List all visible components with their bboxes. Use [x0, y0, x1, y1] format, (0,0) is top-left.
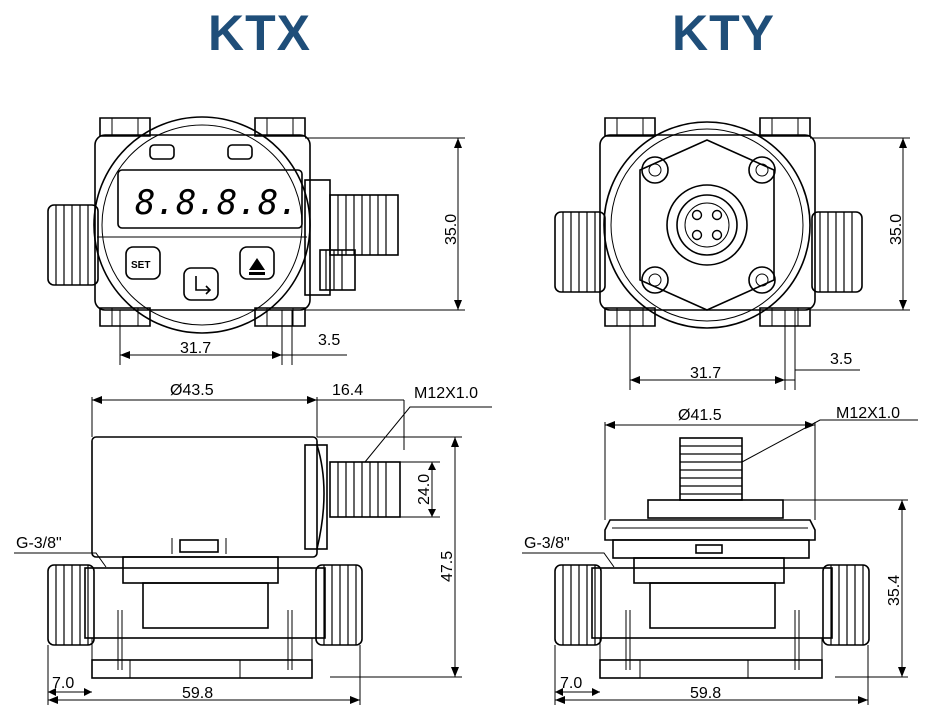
- ktx-clip: [179, 539, 219, 553]
- ktx-title: KTX: [208, 5, 311, 61]
- pin-icon: [691, 229, 703, 241]
- kty-diameter-dim: Ø41.5: [678, 407, 722, 424]
- ktx-connector-label: M12X1.0: [414, 385, 478, 402]
- ktx-offset-dim: 3.5: [318, 332, 340, 349]
- ktx-led-left: [149, 144, 175, 160]
- ktx-led-right: [227, 144, 253, 160]
- kty-side-view: Ø41.5 M12X1.0 35.4 G-3/8" 7.0 59.8: [522, 405, 918, 705]
- ktx-total-height-dim: 47.5: [439, 551, 456, 582]
- kty-length-dim: 59.8: [690, 685, 721, 702]
- kty-thread-label: G-3/8": [524, 535, 570, 552]
- ktx-thread-label: G-3/8": [16, 535, 62, 552]
- pin-icon: [691, 209, 703, 221]
- enter-arrow-icon: [195, 276, 212, 295]
- up-arrow-icon: [249, 258, 265, 275]
- set-button-label: SET: [131, 260, 150, 271]
- kty-front-view: 35.0 31.7 3.5: [554, 117, 910, 390]
- pin-icon: [711, 209, 723, 221]
- kty-title: KTY: [672, 5, 775, 61]
- ktx-front-view: 8.8.8.8. SET 35.0 31.7 3.5: [47, 116, 465, 365]
- ktx-connector-len-dim: 16.4: [332, 382, 363, 399]
- ktx-display-digits: 8.8.8.8.: [135, 183, 299, 223]
- kty-port-dim: 7.0: [560, 675, 582, 692]
- up-button: [239, 246, 275, 280]
- ktx-height-dim: 35.0: [443, 214, 460, 245]
- ktx-port-dim: 7.0: [52, 675, 74, 692]
- enter-button: [183, 267, 219, 301]
- kty-height-dim: 35.0: [888, 214, 905, 245]
- ktx-body: [91, 436, 318, 558]
- set-button: [125, 246, 161, 280]
- kty-offset-dim: 3.5: [830, 351, 852, 368]
- ktx-connector-height-dim: 24.0: [416, 474, 433, 505]
- pin-icon: [711, 229, 723, 241]
- kty-connector-face: [666, 184, 748, 266]
- ktx-display: [117, 169, 303, 229]
- ktx-face-ring: [93, 116, 311, 334]
- kty-total-height-dim: 35.4: [886, 575, 903, 606]
- ktx-width-dim: 31.7: [180, 340, 211, 357]
- kty-connector-label: M12X1.0: [836, 405, 900, 422]
- ktx-diameter-dim: Ø43.5: [170, 382, 214, 399]
- kty-width-dim: 31.7: [690, 365, 721, 382]
- ktx-side-view: Ø43.5 16.4 M12X1.0 24.0 47.5 G-3/8" 7.0 …: [14, 382, 492, 705]
- ktx-length-dim: 59.8: [182, 685, 213, 702]
